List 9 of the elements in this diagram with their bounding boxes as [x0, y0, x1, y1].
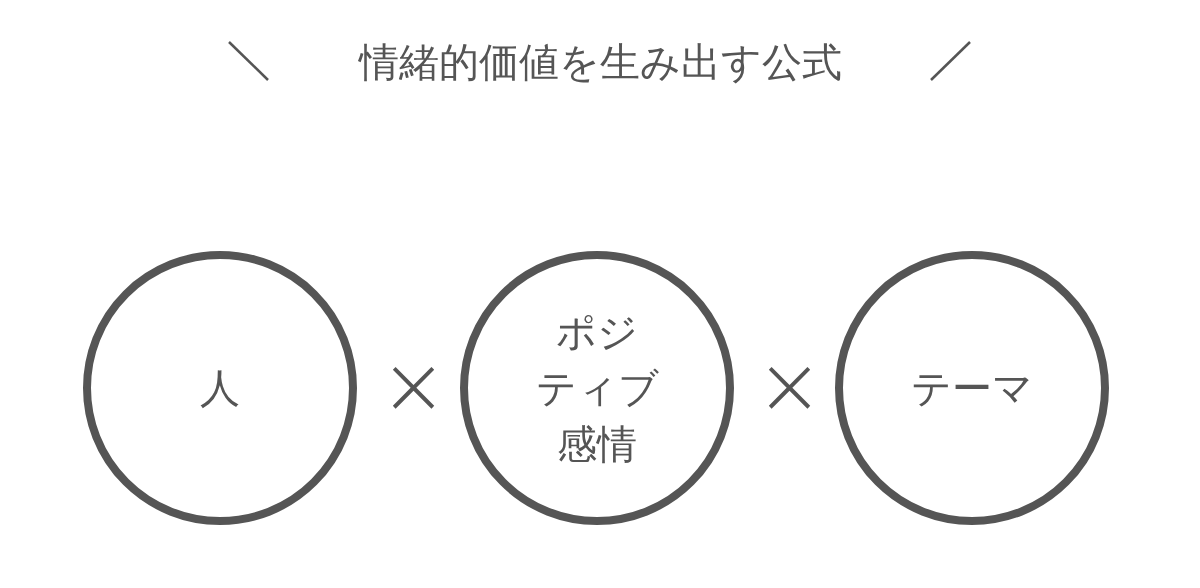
circle-node	[83, 251, 357, 525]
diagram-title: 情緒的価値を生み出す公式	[357, 38, 843, 87]
node-label: テーマ	[910, 364, 1034, 413]
node-label: ポジティブ感情	[535, 308, 659, 469]
circle-node	[835, 251, 1109, 525]
multiply-sign: ×	[380, 346, 448, 426]
node-label: 人	[199, 364, 241, 413]
circle-node	[460, 251, 734, 525]
multiply-sign: ×	[756, 346, 824, 426]
